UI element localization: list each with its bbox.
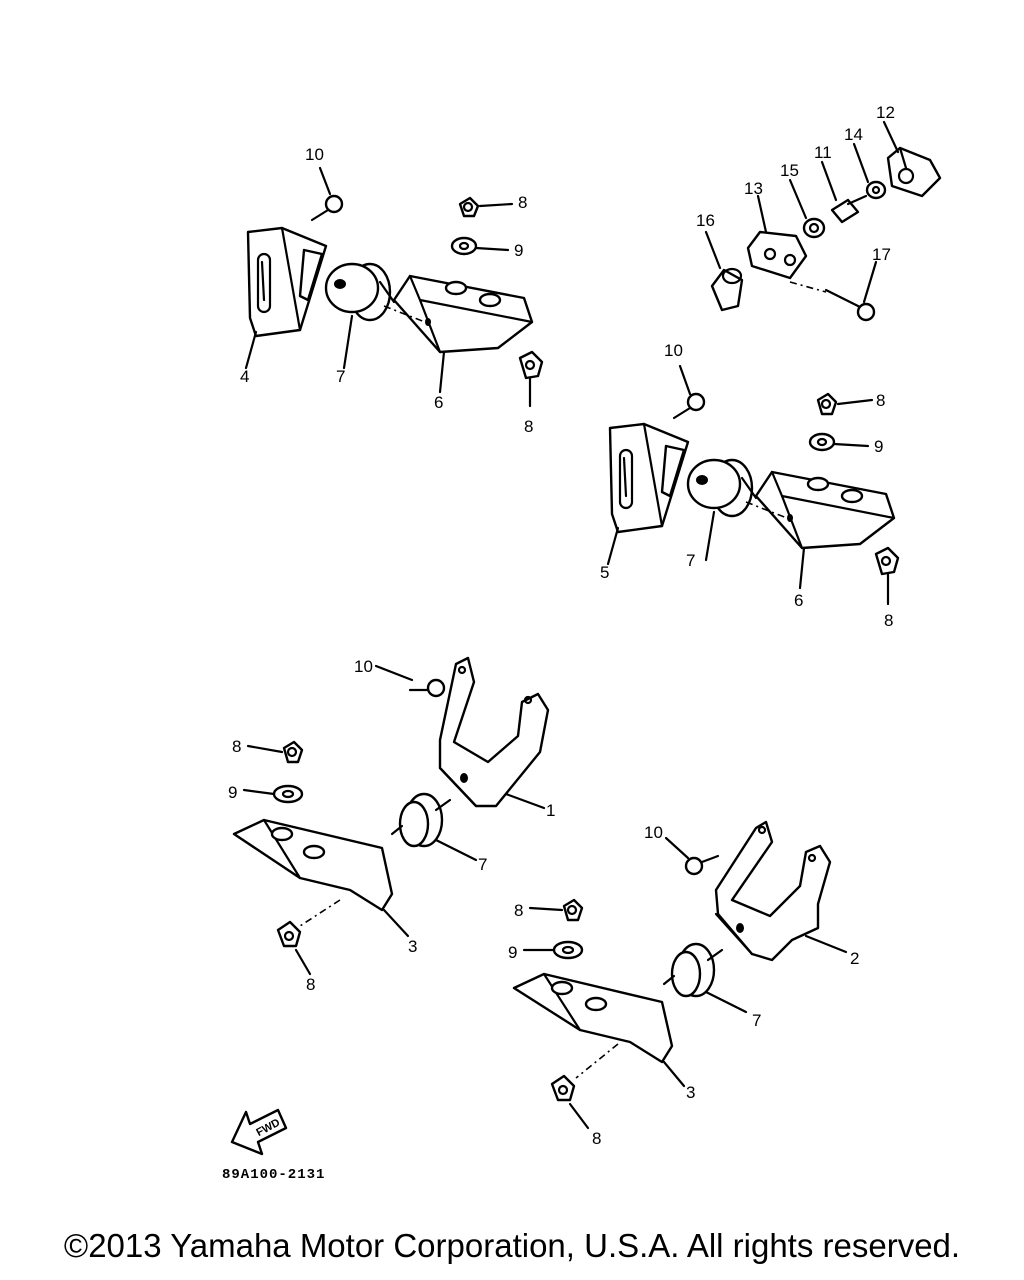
bracket-part-2 xyxy=(714,820,832,962)
callout-label: 6 xyxy=(434,393,443,412)
callout-label: 3 xyxy=(408,937,417,956)
bushing-part-16 xyxy=(710,267,744,312)
engine-mount-group-d xyxy=(232,656,550,976)
callout-label: 7 xyxy=(336,367,345,386)
nut-part-8 xyxy=(550,1074,576,1102)
leader-lines xyxy=(522,836,848,1130)
washer-part-9 xyxy=(272,784,304,804)
centerline xyxy=(299,899,341,927)
washer-part-9 xyxy=(450,236,478,256)
holder-part-12 xyxy=(886,146,942,198)
callout-label: 14 xyxy=(844,125,863,144)
bracket-part-3 xyxy=(512,972,674,1064)
washer-part-9 xyxy=(808,432,836,452)
washer-part-15 xyxy=(802,217,826,239)
bolt-part-11 xyxy=(830,194,868,224)
callout-label: 8 xyxy=(524,417,533,436)
callout-label: 7 xyxy=(752,1011,761,1030)
bolt-part-10 xyxy=(310,194,344,222)
callout-label: 8 xyxy=(514,901,523,920)
bolt-part-10 xyxy=(672,392,706,420)
callout-label: 2 xyxy=(850,949,859,968)
leader-lines xyxy=(244,166,532,408)
callout-label: 15 xyxy=(780,161,799,180)
leader-lines xyxy=(242,664,546,976)
centerline xyxy=(789,281,827,293)
callout-labels: 10 8 9 4 7 6 8 12 14 11 15 13 16 17 10 8… xyxy=(228,103,895,1148)
callout-label: 9 xyxy=(508,943,517,962)
bolt-part-10 xyxy=(684,854,720,876)
callout-label: 8 xyxy=(592,1129,601,1148)
copyright-notice: ©2013 Yamaha Motor Corporation, U.S.A. A… xyxy=(63,1227,961,1264)
bracket-part-4 xyxy=(246,226,328,338)
callout-label: 8 xyxy=(232,737,241,756)
callout-label: 17 xyxy=(872,245,891,264)
nut-part-8 xyxy=(458,196,480,218)
bracket-part-5 xyxy=(608,422,690,534)
callout-label: 9 xyxy=(228,783,237,802)
engine-mount-group-a xyxy=(244,166,544,408)
callout-label: 11 xyxy=(814,143,832,162)
callout-label: 8 xyxy=(306,975,315,994)
callout-label: 5 xyxy=(600,563,609,582)
nut-part-8 xyxy=(282,740,304,764)
nut-part-8 xyxy=(518,350,544,380)
engine-mount-group-c xyxy=(606,364,900,606)
washer-part-14 xyxy=(865,180,887,200)
rubber-mount-part-7 xyxy=(324,262,396,322)
callout-label: 8 xyxy=(876,391,885,410)
callout-label: 9 xyxy=(874,437,883,456)
callout-label: 8 xyxy=(884,611,893,630)
callout-label: 4 xyxy=(240,367,249,386)
callout-label: 3 xyxy=(686,1083,695,1102)
rubber-mount-part-7 xyxy=(390,792,452,848)
rubber-mount-part-7 xyxy=(686,458,758,518)
bracket-part-6 xyxy=(392,274,534,354)
drawing-code: 89A100-2131 xyxy=(222,1167,325,1183)
callout-label: 13 xyxy=(744,179,763,198)
callout-label: 9 xyxy=(514,241,523,260)
callout-label: 10 xyxy=(305,145,324,164)
rubber-mount-part-7 xyxy=(662,942,724,998)
callout-label: 8 xyxy=(518,193,527,212)
engine-mount-group-e xyxy=(512,820,848,1130)
centerline xyxy=(575,1043,619,1079)
bracket-part-13 xyxy=(746,230,808,280)
hardware-group-b xyxy=(704,120,942,322)
bracket-part-6 xyxy=(754,470,896,550)
bolt-part-10 xyxy=(408,678,446,698)
forward-arrow: FWD xyxy=(230,1108,288,1156)
bracket-part-1 xyxy=(438,656,550,808)
parts-diagram: FWD 89A100-2131 10 8 9 4 7 6 8 12 14 11 … xyxy=(222,103,942,1183)
callout-label: 7 xyxy=(478,855,487,874)
leader-lines xyxy=(704,120,900,304)
nut-part-8 xyxy=(874,546,900,576)
washer-part-9 xyxy=(552,940,584,960)
callout-label: 12 xyxy=(876,103,895,122)
nut-part-8 xyxy=(816,392,838,416)
nut-part-8 xyxy=(276,920,302,948)
callout-label: 10 xyxy=(664,341,683,360)
callout-label: 10 xyxy=(644,823,663,842)
leader-lines xyxy=(606,364,890,606)
nut-part-8 xyxy=(562,898,584,922)
callout-label: 16 xyxy=(696,211,715,230)
callout-label: 1 xyxy=(546,801,555,820)
callout-label: 7 xyxy=(686,551,695,570)
callout-label: 6 xyxy=(794,591,803,610)
bracket-part-3 xyxy=(232,818,394,912)
callout-label: 10 xyxy=(354,657,373,676)
bolt-part-17 xyxy=(824,288,876,322)
